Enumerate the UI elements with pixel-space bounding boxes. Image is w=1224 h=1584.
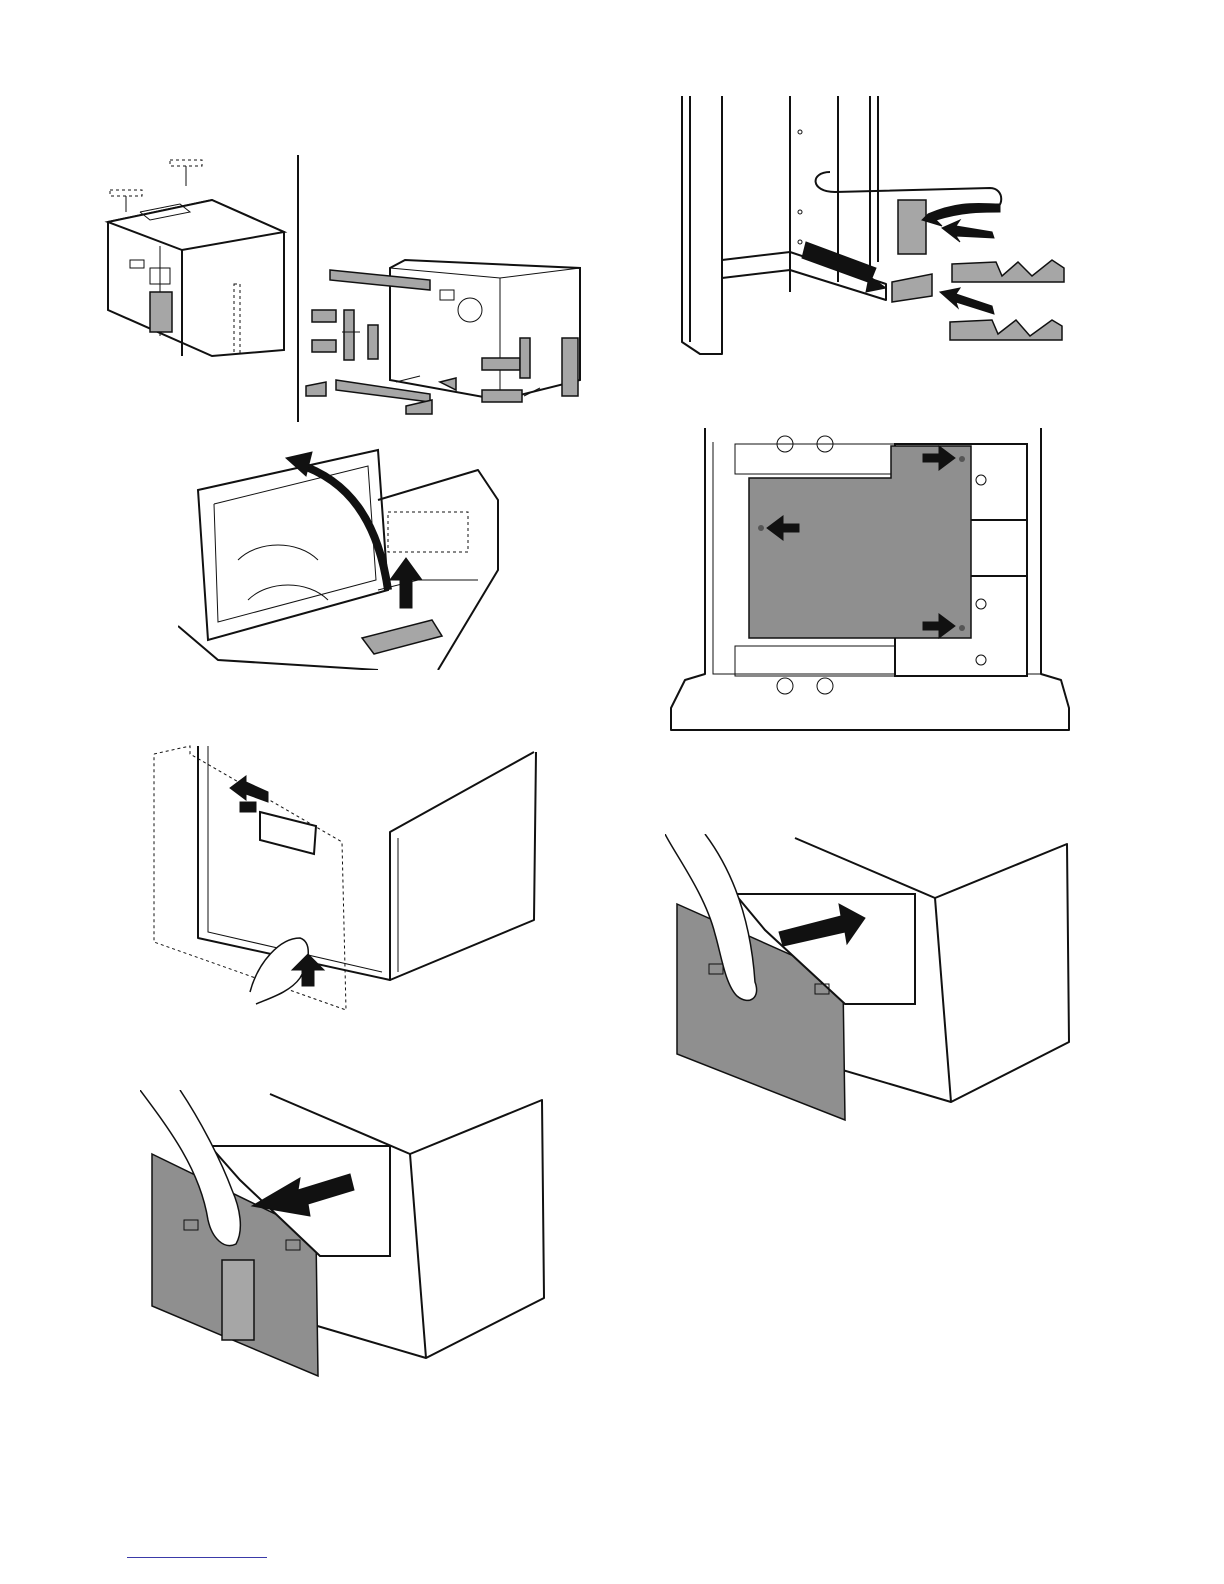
insert-tray-illustration (665, 834, 1075, 1124)
fig-pull-out-tray (140, 1090, 550, 1380)
fig-insert-tray (665, 834, 1075, 1124)
tape-removal-illustration (100, 150, 590, 430)
side-cover-illustration (150, 742, 546, 1010)
fig-detach-side-cover (150, 742, 546, 1010)
pull-out-tray-illustration (140, 1090, 550, 1380)
packing-removal-illustration (660, 92, 1070, 362)
fig-open-top-cover (178, 440, 514, 670)
open-cover-illustration (178, 440, 514, 670)
fig-unpack-tape-removal (100, 150, 590, 430)
fig-remove-packing-inside (660, 92, 1070, 362)
fig-remove-plate-screws (665, 424, 1077, 736)
screw-removal-illustration (665, 424, 1077, 736)
footer-rule (127, 1557, 267, 1558)
